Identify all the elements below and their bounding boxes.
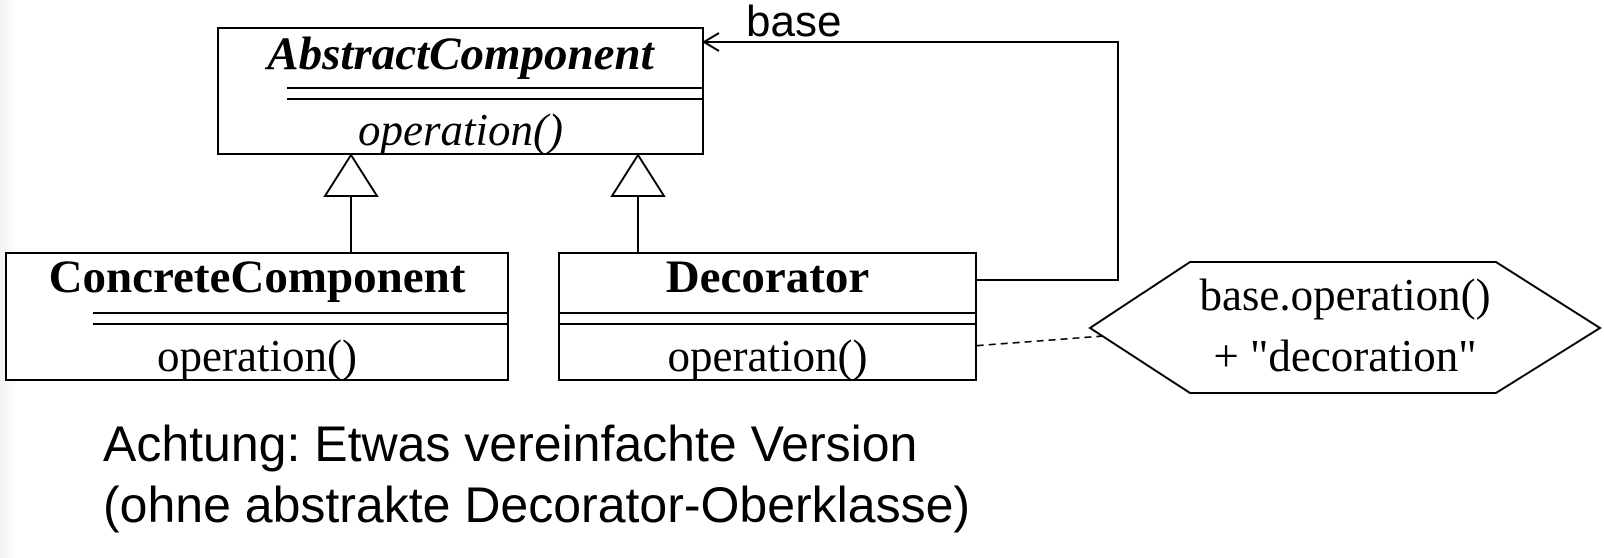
class-name-decorator: Decorator xyxy=(665,251,870,303)
caption-line-1: Achtung: Etwas vereinfachte Version xyxy=(103,416,918,472)
class-name-abstract-component: AbstractComponent xyxy=(267,28,654,80)
class-abstract-component: AbstractComponent operation() xyxy=(217,27,704,155)
note-text-line-2: + "decoration" xyxy=(1213,331,1477,381)
caption-line-2: (ohne abstrakte Decorator-Oberklasse) xyxy=(103,477,971,533)
class-divider xyxy=(287,98,704,100)
class-divider xyxy=(560,312,975,314)
operation-concrete-component: operation() xyxy=(157,331,357,381)
note-hexagon xyxy=(1088,261,1602,394)
class-divider xyxy=(93,312,509,314)
association-label-base: base xyxy=(746,0,842,46)
class-name-concrete-component: ConcreteComponent xyxy=(48,251,466,303)
generalization-arrowhead-decorator xyxy=(610,153,666,197)
class-concrete-component: ConcreteComponent operation() xyxy=(5,252,509,381)
note-text-line-1: base.operation() xyxy=(1199,270,1491,320)
operation-decorator: operation() xyxy=(667,331,868,381)
operation-abstract-component: operation() xyxy=(358,105,563,155)
class-divider xyxy=(287,87,704,89)
class-divider xyxy=(93,323,509,325)
class-divider xyxy=(560,323,975,325)
association-line-base xyxy=(704,41,1119,281)
class-decorator: Decorator operation() xyxy=(558,252,977,381)
association-arrowhead-base xyxy=(702,32,720,52)
generalization-arrowhead-concrete xyxy=(323,153,379,197)
